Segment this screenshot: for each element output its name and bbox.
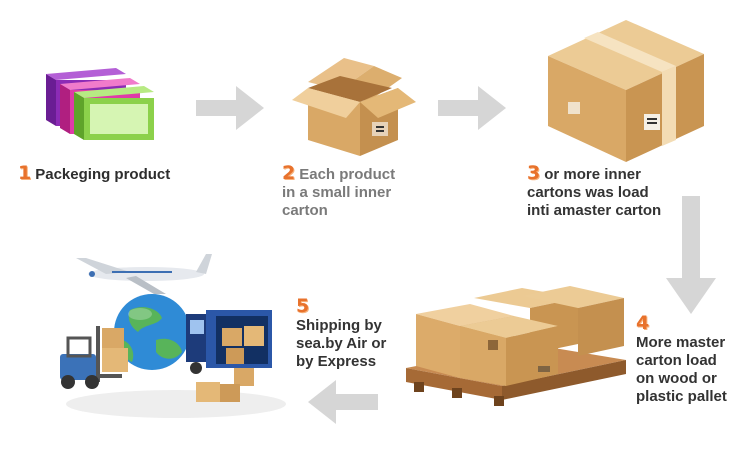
step-5-text: 5 Shipping by sea.by Air or by Express — [296, 297, 386, 371]
step-5-line-1: Shipping by — [296, 317, 382, 334]
shipping-logistics-icon — [60, 254, 286, 418]
step-4-line-2: carton load — [636, 352, 717, 369]
arrow-right-icon — [196, 86, 264, 130]
arrow-right-icon — [438, 86, 506, 130]
step-1-line-1: Packeging product — [35, 166, 171, 183]
step-3-line-3: inti amaster carton — [527, 202, 662, 219]
step-4-line-4: plastic pallet — [636, 388, 727, 405]
step-4-text: 4 More master carton load on wood or pla… — [636, 314, 727, 406]
step-1-number: 1 — [18, 162, 32, 184]
packaging-boxes-icon — [46, 68, 154, 140]
step-2-line-2: in a small inner — [282, 184, 392, 201]
open-carton-icon — [292, 58, 416, 156]
step-2-line-1: Each product — [299, 166, 396, 183]
step-5-number: 5 — [296, 295, 310, 317]
pallet-cartons-icon — [406, 286, 626, 406]
step-4-number: 4 — [636, 312, 650, 334]
step-5-line-2: sea.by Air or — [296, 335, 387, 352]
step-2-number: 2 — [282, 162, 296, 184]
master-carton-icon — [548, 20, 704, 162]
arrow-down-icon — [666, 196, 716, 314]
step-4-line-3: on wood or — [636, 370, 717, 387]
step-4-line-1: More master — [636, 334, 726, 351]
step-5-line-3: by Express — [296, 353, 377, 370]
arrow-left-icon — [308, 380, 378, 424]
step-3-line-2: cartons was load — [527, 184, 649, 201]
step-3-number: 3 — [527, 162, 541, 184]
step-2-line-3: carton — [282, 202, 328, 219]
step-3-line-1: or more inner — [544, 166, 641, 183]
